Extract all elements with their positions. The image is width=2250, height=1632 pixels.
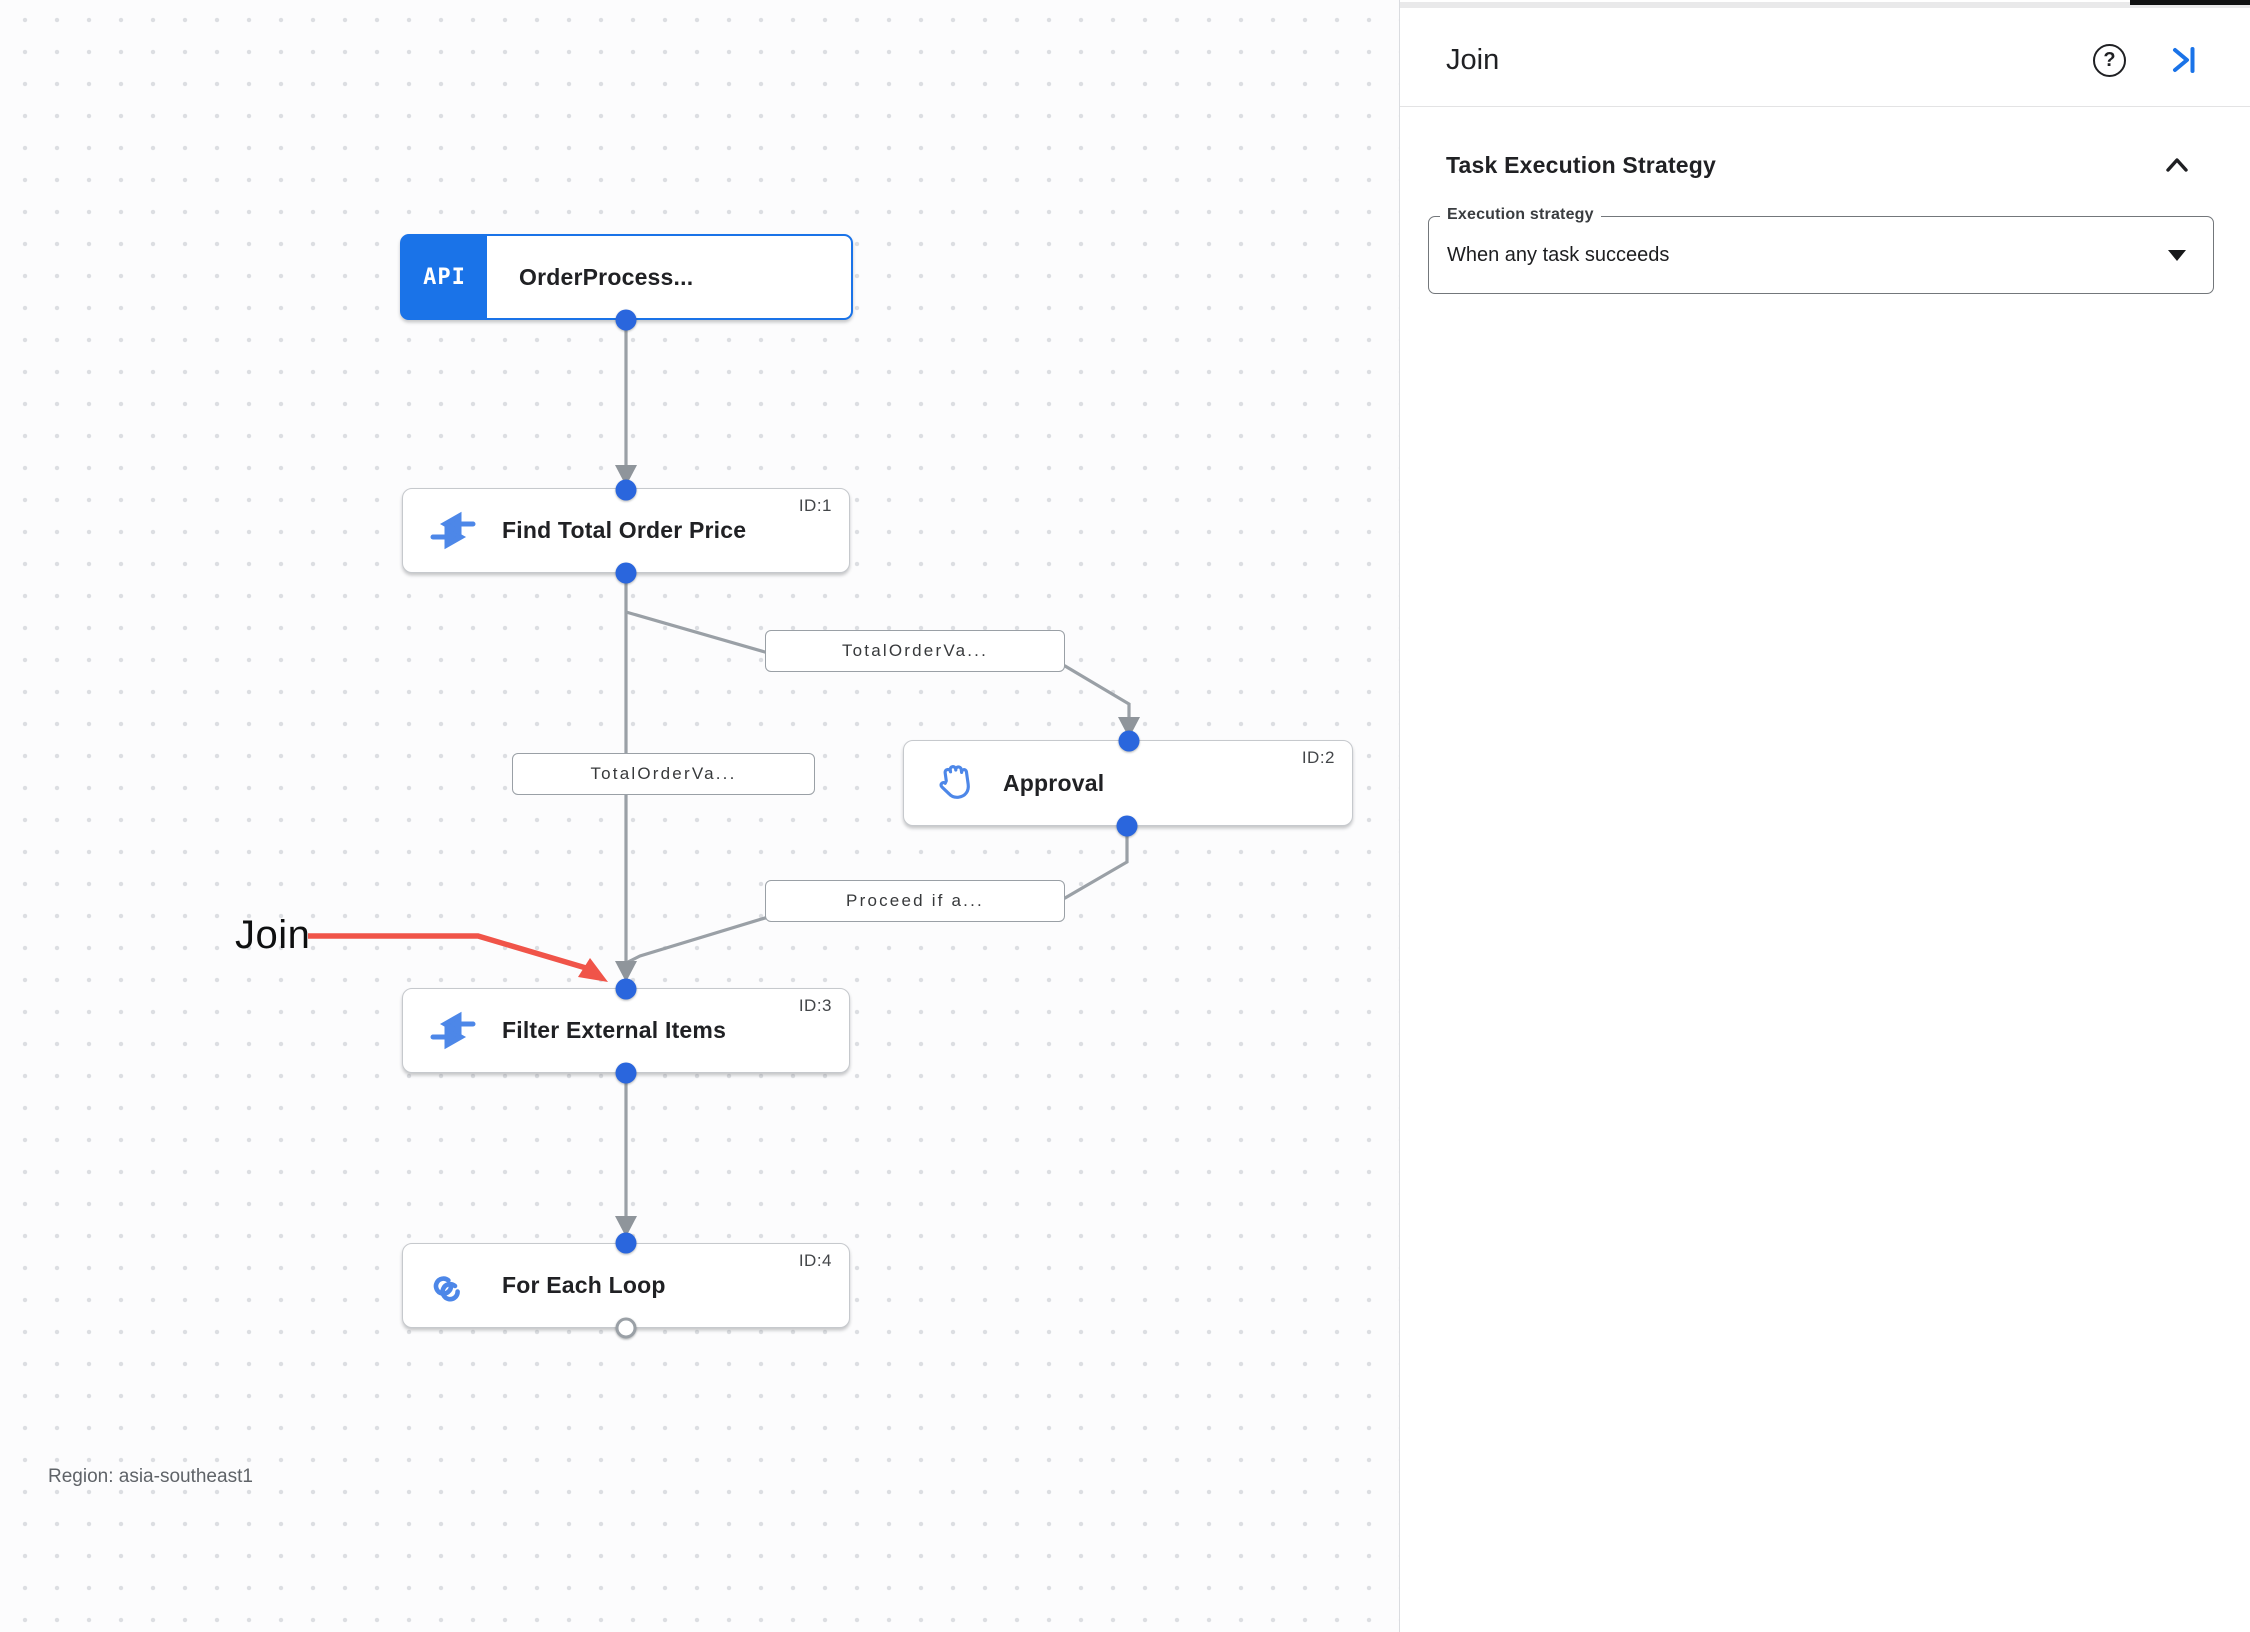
help-icon[interactable]: ? <box>2093 43 2126 77</box>
node-id-badge: ID:2 <box>1301 748 1335 767</box>
section-header[interactable]: Task Execution Strategy <box>1446 152 2190 179</box>
join-annotation-label: Join <box>235 913 311 957</box>
node-approval[interactable]: Approval ID:2 <box>903 740 1353 826</box>
port-trigger-out[interactable] <box>615 309 637 331</box>
node-title: Filter External Items <box>502 1017 727 1043</box>
panel-header: Join ? <box>1400 0 2250 107</box>
caret-down-icon <box>2168 249 2186 261</box>
workflow-canvas[interactable]: API OrderProcess... Find Total Order Pri… <box>0 0 1399 1632</box>
node-id-badge: ID:3 <box>798 996 832 1015</box>
port-find-out[interactable] <box>615 562 637 584</box>
collapse-panel-icon[interactable] <box>2168 45 2198 75</box>
execution-strategy-select[interactable]: Execution strategy When any task succeed… <box>1428 206 2214 294</box>
node-for-each-loop[interactable]: For Each Loop ID:4 <box>402 1243 850 1328</box>
region-label: Region: asia-southeast1 <box>48 1466 253 1487</box>
panel-top-strip <box>1400 2 2250 8</box>
node-find-total-order-price[interactable]: Find Total Order Price ID:1 <box>402 488 850 573</box>
edge-label-proceed-if[interactable]: Proceed if a... <box>765 880 1065 922</box>
port-foreach-in[interactable] <box>615 1232 637 1254</box>
port-find-in[interactable] <box>615 479 637 501</box>
data-mapping-icon <box>430 511 476 549</box>
join-annotation-arrow <box>308 933 608 982</box>
workflow-edges <box>308 320 1140 1237</box>
for-each-loop-icon <box>433 1275 460 1301</box>
node-order-process-trigger[interactable]: API OrderProcess... <box>400 234 853 320</box>
panel-title: Join <box>1446 43 1500 76</box>
node-title: For Each Loop <box>502 1272 666 1298</box>
edge-label-total-order-value-1[interactable]: TotalOrderVa... <box>765 630 1065 672</box>
node-filter-external-items[interactable]: Filter External Items ID:3 <box>402 988 850 1073</box>
edge-label-total-order-value-2[interactable]: TotalOrderVa... <box>512 753 815 795</box>
node-id-badge: ID:1 <box>798 496 832 515</box>
port-filter-in[interactable] <box>615 978 637 1000</box>
task-execution-strategy-section: Task Execution Strategy Execution strate… <box>1400 107 2250 294</box>
section-title: Task Execution Strategy <box>1446 152 1717 178</box>
node-title: OrderProcess... <box>519 263 694 290</box>
port-filter-out[interactable] <box>615 1062 637 1084</box>
port-foreach-out-open[interactable] <box>615 1317 637 1339</box>
chevron-up-icon[interactable] <box>2164 153 2190 179</box>
node-title: Approval <box>1003 769 1105 796</box>
execution-strategy-label: Execution strategy <box>1440 206 1601 224</box>
node-id-badge: ID:4 <box>798 1251 832 1270</box>
task-config-panel: Join ? Task Execution Strategy Execution… <box>1399 0 2250 1632</box>
api-trigger-icon: API <box>402 236 487 318</box>
node-title: Find Total Order Price <box>502 517 747 543</box>
port-approval-out[interactable] <box>1116 815 1138 837</box>
edge-arrowheads <box>615 465 1140 1237</box>
data-mapping-icon <box>430 1011 476 1049</box>
approval-hand-icon <box>939 765 970 799</box>
port-approval-in[interactable] <box>1118 730 1140 752</box>
execution-strategy-value: When any task succeeds <box>1447 243 1670 266</box>
panel-black-strip <box>2130 0 2250 5</box>
